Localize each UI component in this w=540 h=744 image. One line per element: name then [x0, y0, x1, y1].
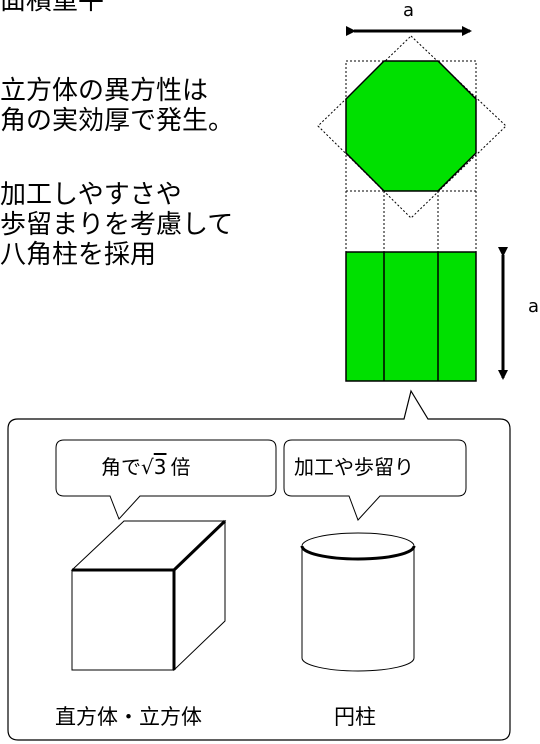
green-prism-side-view: [345, 251, 477, 382]
sqrt3-label-suffix: 倍: [170, 455, 191, 479]
cuboid-cube-label: 直方体・立方体: [55, 705, 202, 729]
reason-line-1: 加工しやすさや: [0, 180, 182, 210]
processing-yield-label: 加工や歩留り: [294, 455, 414, 479]
reason-line-2: 歩留まりを考慮して: [0, 210, 234, 240]
anisotropy-line-2: 角の実効厚で発生。: [0, 106, 235, 136]
sqrt3-label-prefix: 角で: [101, 455, 141, 479]
cylinder-label: 円柱: [334, 705, 376, 729]
green-octagon: [345, 60, 477, 192]
anisotropy-line-1: 立方体の異方性は: [0, 76, 209, 106]
right-dimension-label: a: [528, 296, 540, 317]
reason-line-3: 八角柱を採用: [0, 240, 157, 270]
sqrt3-callout-bubble: [55, 439, 277, 520]
processing-callout-bubble: [283, 439, 467, 521]
sqrt-radicand: 3: [153, 455, 167, 479]
cube-shape: [70, 519, 227, 672]
top-dimension-label: a: [403, 0, 415, 21]
top-heading-cropped: 面積重平: [0, 0, 105, 16]
anisotropy-paragraph: 立方体の異方性は 角の実効厚で発生。: [0, 76, 234, 136]
sqrt-symbol: √: [141, 455, 154, 479]
octagon-reason-paragraph: 加工しやすさや 歩留まりを考慮して 八角柱を採用: [0, 180, 233, 270]
cylinder-shape: [300, 532, 416, 672]
